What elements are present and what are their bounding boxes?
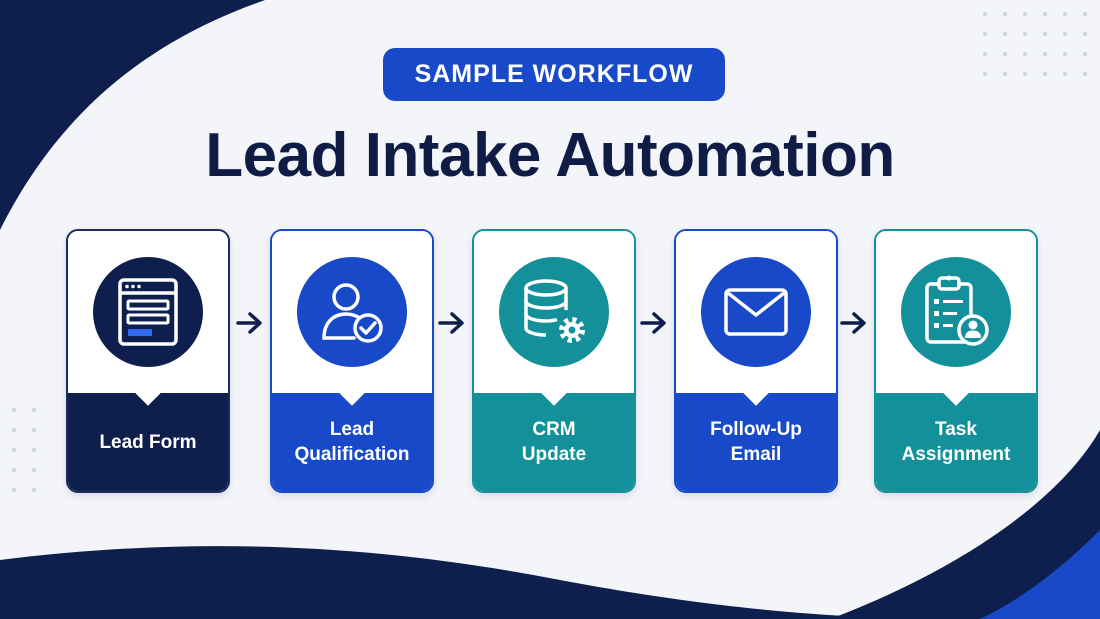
- section-badge: SAMPLE WORKFLOW: [383, 48, 725, 101]
- arrow-right-icon: [840, 312, 866, 334]
- clipboard-user-icon: [925, 275, 989, 346]
- icon-circle: [93, 257, 203, 367]
- page-title: Lead Intake Automation: [205, 121, 895, 190]
- step-card-top: [272, 231, 432, 393]
- user-check-icon: [322, 283, 383, 343]
- step-label: Lead Qualification: [294, 419, 410, 465]
- arrow-right-icon: [640, 312, 666, 334]
- step-label-area: Lead Qualification: [272, 393, 432, 491]
- icon-circle: [901, 257, 1011, 367]
- envelope-icon: [724, 288, 788, 336]
- step-card-top: [68, 231, 228, 393]
- step-card-top: [876, 231, 1036, 393]
- step-label: CRM Update: [521, 419, 587, 465]
- web-form-icon: [118, 278, 178, 346]
- step-card-follow-up-email: Follow-Up Email: [674, 229, 838, 493]
- step-card-lead-form: Lead Form: [66, 229, 230, 493]
- step-label-area: CRM Update: [474, 393, 634, 491]
- step-label-area: Lead Form: [68, 393, 228, 491]
- step-label: Task Assignment: [901, 419, 1011, 465]
- icon-circle: [499, 257, 609, 367]
- arrow-right-icon: [236, 312, 262, 334]
- step-card-top: [676, 231, 836, 393]
- step-label: Lead Form: [99, 431, 197, 453]
- step-card-crm-update: CRM Update: [472, 229, 636, 493]
- step-card-task-assignment: Task Assignment: [874, 229, 1038, 493]
- arrow-right-icon: [438, 312, 464, 334]
- step-label-area: Task Assignment: [876, 393, 1036, 491]
- icon-circle: [297, 257, 407, 367]
- step-card-lead-qualification: Lead Qualification: [270, 229, 434, 493]
- database-gear-icon: [524, 279, 585, 343]
- step-label: Follow-Up Email: [710, 419, 802, 465]
- icon-circle: [701, 257, 811, 367]
- step-label-area: Follow-Up Email: [676, 393, 836, 491]
- step-card-top: [474, 231, 634, 393]
